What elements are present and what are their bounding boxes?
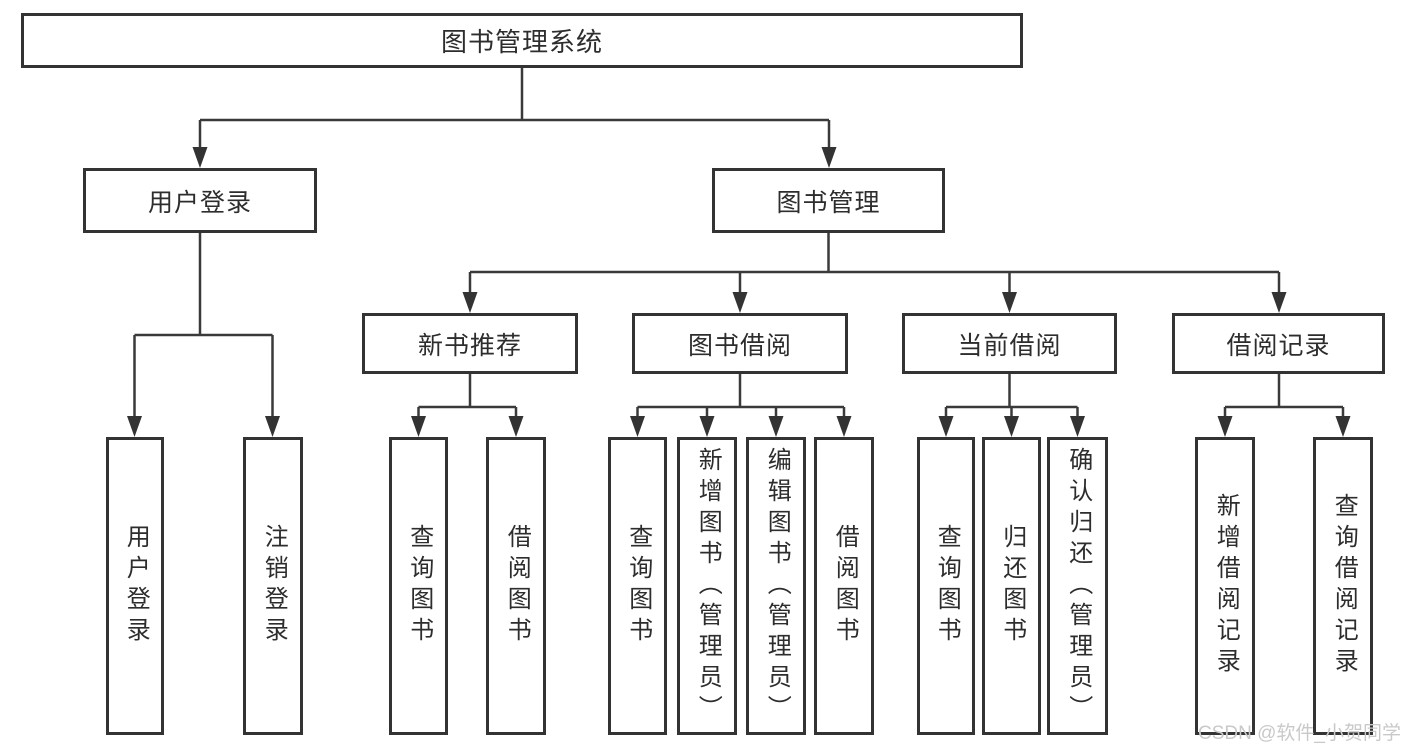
node-current-borrowing: 当前借阅 — [902, 313, 1117, 374]
node-label: 编辑图书（管理员） — [763, 446, 791, 726]
leaf-add-borrow-record: 新增借阅记录 — [1195, 437, 1255, 735]
node-new-book-recommend: 新书推荐 — [362, 313, 578, 374]
node-label: 新书推荐 — [417, 331, 522, 360]
node-label: 查询借阅记录 — [1330, 493, 1358, 679]
csdn-watermark: CSDN @软件_小贺同学 — [1198, 723, 1401, 744]
node-label: 归还图书 — [998, 524, 1026, 648]
leaf-borrow-books-borrowing: 借阅图书 — [814, 437, 874, 735]
node-label: 用户登录 — [147, 188, 252, 217]
leaf-return-books: 归还图书 — [982, 437, 1041, 735]
leaf-borrow-books-recommend: 借阅图书 — [486, 437, 546, 735]
leaf-query-borrow-record: 查询借阅记录 — [1313, 437, 1373, 735]
node-library-management-system: 图书管理系统 — [21, 13, 1023, 68]
node-label: 确认归还（管理员） — [1064, 446, 1092, 726]
node-label: 新增图书（管理员） — [694, 446, 722, 726]
leaf-query-books-recommend: 查询图书 — [389, 437, 448, 735]
node-label: 新增借阅记录 — [1212, 493, 1240, 679]
node-borrowing-records: 借阅记录 — [1172, 313, 1385, 374]
leaf-query-books-current: 查询图书 — [917, 437, 975, 735]
node-label: 当前借阅 — [957, 331, 1062, 360]
leaf-logout: 注销登录 — [243, 437, 303, 735]
node-label: 图书管理系统 — [440, 27, 603, 57]
node-label: 查询图书 — [624, 524, 652, 648]
node-label: 图书借阅 — [687, 331, 792, 360]
node-label: 借阅图书 — [503, 524, 531, 648]
node-label: 注销登录 — [260, 524, 288, 648]
node-book-borrowing: 图书借阅 — [632, 313, 848, 374]
node-label: 查询图书 — [933, 524, 961, 648]
node-book-management-branch: 图书管理 — [712, 168, 945, 233]
node-label: 借阅记录 — [1226, 331, 1331, 360]
node-label: 用户登录 — [122, 524, 150, 648]
leaf-edit-books-admin: 编辑图书（管理员） — [746, 437, 806, 735]
node-label: 借阅图书 — [831, 524, 859, 648]
node-label: 图书管理 — [776, 188, 881, 217]
leaf-query-books-borrowing: 查询图书 — [608, 437, 667, 735]
node-label: 查询图书 — [405, 524, 433, 648]
leaf-confirm-return-admin: 确认归还（管理员） — [1047, 437, 1108, 735]
node-user-login-branch: 用户登录 — [83, 168, 317, 233]
leaf-user-login: 用户登录 — [106, 437, 164, 735]
leaf-add-books-admin: 新增图书（管理员） — [677, 437, 737, 735]
